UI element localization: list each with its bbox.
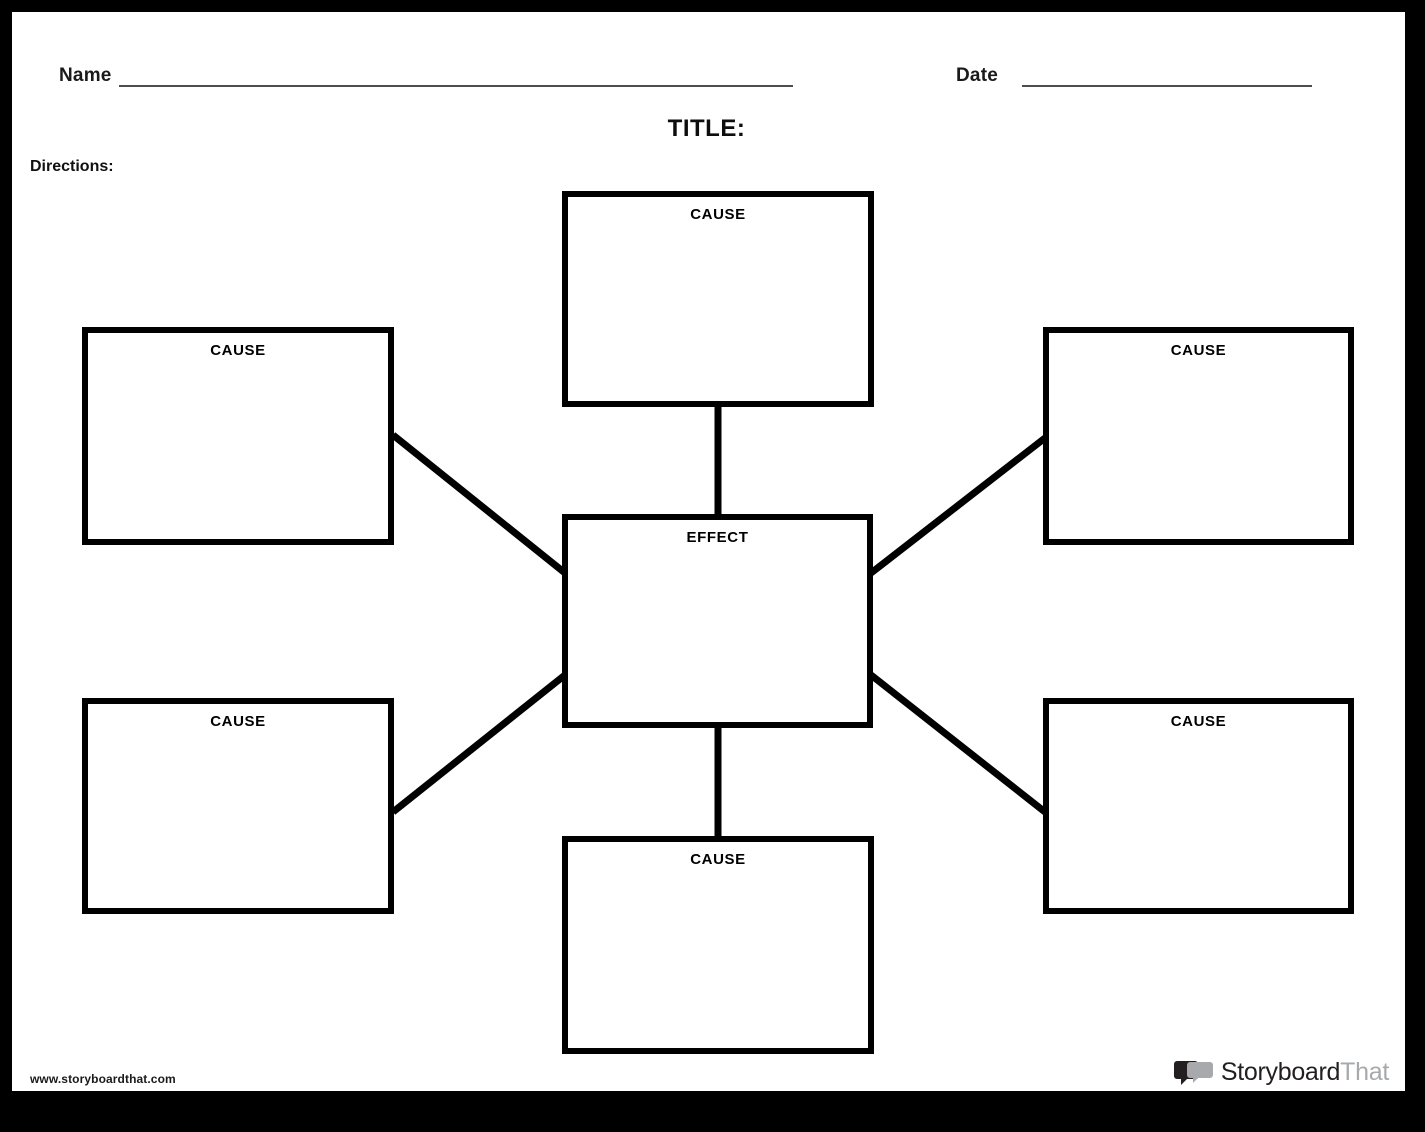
connector-left-bottom (390, 672, 568, 815)
cause-box-right-top[interactable]: CAUSE (1043, 327, 1354, 545)
connector-right-top (868, 435, 1048, 576)
speech-bubbles-icon (1173, 1060, 1213, 1085)
date-write-in-line[interactable] (1022, 85, 1312, 87)
page-title-text: TITLE: (667, 115, 746, 142)
effect-box-label: EFFECT (686, 529, 749, 546)
cause-box-bottom[interactable]: CAUSE (562, 836, 874, 1054)
logo-word-that: That (1340, 1058, 1389, 1086)
cause-box-left-top[interactable]: CAUSE (82, 327, 394, 545)
date-field-label: Date (956, 65, 998, 86)
cause-box-top-label: CAUSE (690, 206, 746, 223)
connector-lines (390, 405, 1048, 838)
cause-box-bottom-label: CAUSE (690, 851, 746, 868)
cause-box-left-bottom-label: CAUSE (210, 713, 266, 730)
cause-box-right-top-label: CAUSE (1170, 342, 1227, 359)
name-field-label: Name (59, 65, 112, 86)
cause-effect-diagram: CAUSE CAUSE CAUSE EFFECT CAUSE CAUSE (12, 12, 1405, 1091)
connector-right-bottom (868, 672, 1048, 815)
worksheet-page: Name Date TITLE: Directions: (12, 12, 1405, 1091)
website-url: www.storyboardthat.com (30, 1072, 176, 1086)
page-title: TITLE: (12, 115, 1405, 143)
cause-box-top[interactable]: CAUSE (562, 191, 874, 407)
connector-left-top (390, 432, 568, 576)
effect-box-center[interactable]: EFFECT (562, 514, 873, 728)
cause-box-left-bottom[interactable]: CAUSE (82, 698, 394, 914)
name-write-in-line[interactable] (119, 85, 793, 87)
logo-wordmark: StoryboardThat (1221, 1058, 1389, 1087)
storyboardthat-logo: StoryboardThat (1173, 1058, 1389, 1087)
cause-box-left-top-label: CAUSE (210, 342, 266, 359)
cause-box-right-bottom-label: CAUSE (1170, 713, 1227, 730)
directions-label: Directions: (30, 158, 114, 175)
logo-word-storyboard: Storyboard (1220, 1058, 1341, 1086)
cause-box-right-bottom[interactable]: CAUSE (1043, 698, 1354, 914)
